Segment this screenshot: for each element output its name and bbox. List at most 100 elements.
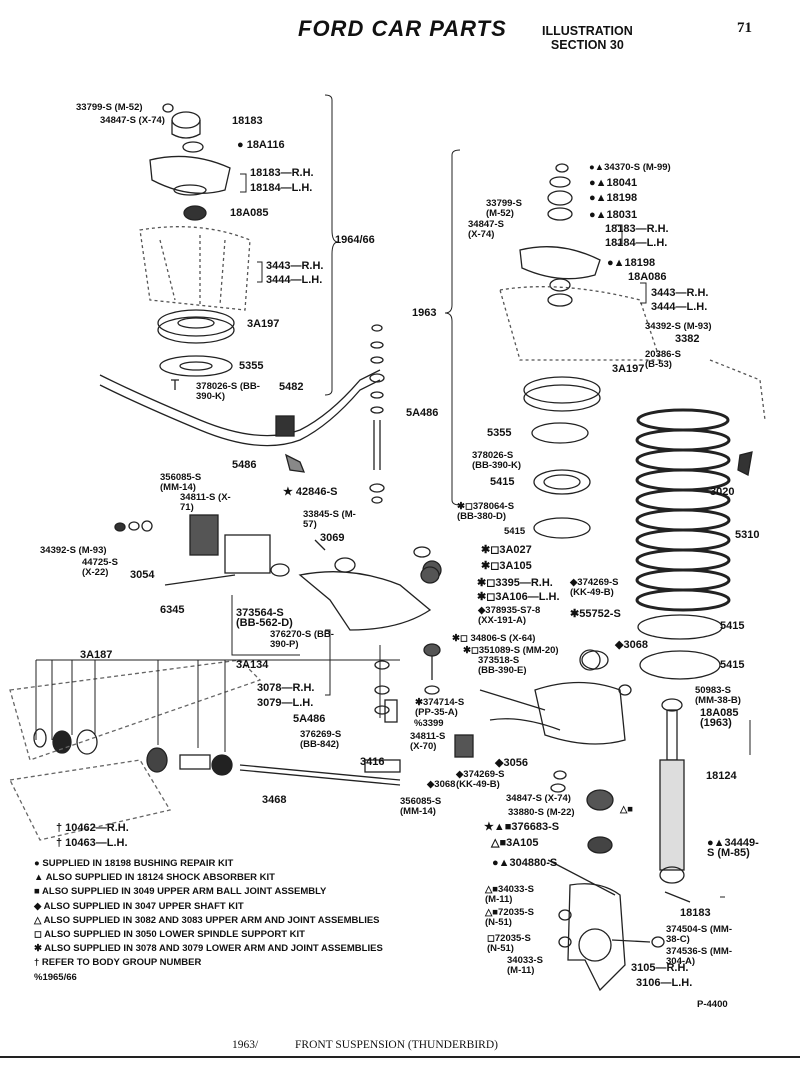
- tower-left-art: [139, 226, 251, 311]
- part-label: ◻72035-S (N-51): [487, 933, 531, 954]
- part-label: 3069: [320, 532, 345, 544]
- part-label: 3382: [675, 333, 700, 345]
- part-label: 3444—L.H.: [266, 274, 323, 286]
- part-label: 44725-S (X-22): [82, 557, 118, 578]
- lower-ball-joint-art: [374, 546, 441, 715]
- part-label: ●▲34449-S (M-85): [707, 837, 759, 859]
- section-label: SECTION 30: [550, 38, 624, 52]
- part-label: 3443—R.H.: [651, 287, 709, 299]
- part-label: ✱◻351089-S (MM-20): [463, 645, 559, 656]
- strut-bracket-art: [114, 514, 290, 586]
- part-label: 18A086: [628, 271, 667, 283]
- part-label: 3A197: [247, 318, 280, 330]
- part-label: ✱55752-S: [570, 608, 621, 620]
- upper-mount-left-art: [149, 103, 231, 221]
- part-label: 374536-S (MM-304-A): [666, 946, 732, 967]
- legend-item: ● SUPPLIED IN 18198 BUSHING REPAIR KIT: [34, 858, 234, 869]
- part-label: 18183: [232, 115, 263, 127]
- spring-seat-left-art: [157, 309, 235, 390]
- part-label: 356085-S (MM-14): [400, 796, 442, 817]
- part-label: 18183—R.H.: [250, 167, 314, 179]
- frame-rail-art: [9, 659, 262, 841]
- part-label: 34811-S (X-71): [180, 492, 231, 513]
- part-label: 3105—R.H.: [631, 962, 689, 974]
- part-label: 3443—R.H.: [266, 260, 324, 272]
- part-label: 18184—L.H.: [250, 182, 313, 194]
- part-label: 18183—R.H.: [605, 223, 669, 235]
- coil-spring-art: [635, 408, 731, 612]
- part-label: 34847-S (X-74): [100, 115, 165, 126]
- spring-seat-right-art: [523, 376, 601, 539]
- part-label: ●▲304880-S: [492, 857, 558, 869]
- footer-caption: FRONT SUSPENSION (THUNDERBIRD): [295, 1039, 498, 1051]
- legend-item: ◻ ALSO SUPPLIED IN 3050 LOWER SPINDLE SU…: [34, 929, 305, 941]
- part-label: 5415: [490, 476, 515, 488]
- part-label: 376270-S (BB-390-P): [270, 629, 334, 650]
- part-label: 3416: [360, 756, 385, 768]
- part-label: 378026-S (BB-390-K): [472, 450, 522, 471]
- part-label: ● 18A116: [237, 139, 285, 151]
- part-label: ●▲18198: [607, 257, 656, 269]
- part-label: 18184—L.H.: [605, 237, 668, 249]
- part-label: 18124: [706, 770, 737, 782]
- plate-number: P-4400: [697, 999, 728, 1010]
- legend-item: ✱ ALSO SUPPLIED IN 3078 AND 3079 LOWER A…: [34, 943, 383, 955]
- part-label: △■72035-S (N-51): [485, 907, 534, 928]
- part-label: † 10463—L.H.: [56, 837, 128, 849]
- stabilizer-bar-art: [99, 369, 381, 473]
- part-label: 34392-S (M-93): [40, 545, 107, 556]
- part-label: 5355: [487, 427, 512, 439]
- part-label: ●▲18031: [589, 209, 638, 221]
- bushings-left-art: [33, 728, 233, 776]
- spindle-art: [547, 836, 665, 992]
- part-label: ✱◻378064-S (BB-380-D): [457, 501, 515, 522]
- part-label: ●▲18198: [589, 192, 638, 204]
- tower-right-art: [499, 286, 766, 421]
- year-label-1963: 1963: [412, 307, 437, 319]
- footer-year: 1963/: [232, 1039, 259, 1051]
- part-label: 376269-S (BB-842): [300, 729, 342, 750]
- part-label: 3054: [130, 569, 155, 581]
- part-label: ◆3068: [615, 639, 648, 651]
- part-label: ◆374269-S (KK-49-B): [570, 577, 619, 598]
- eccentric-art: [454, 649, 601, 758]
- part-label: 18A085 (1963): [700, 707, 739, 729]
- part-label: ✱◻3A106—L.H.: [477, 591, 560, 603]
- legend-item: † REFER TO BODY GROUP NUMBER: [34, 957, 202, 969]
- part-label: ◆3068: [427, 779, 456, 790]
- link-bolt-stack-art: [369, 324, 385, 504]
- part-label: %3399: [414, 718, 444, 729]
- part-label: ✱◻3A105: [481, 560, 532, 572]
- part-label: ◆3056: [495, 757, 528, 769]
- part-label: 3A197: [612, 363, 645, 375]
- part-label: 50983-S (MM-38-B): [695, 685, 741, 706]
- part-label: 3444—L.H.: [651, 301, 708, 313]
- part-label: 33880-S (M-22): [508, 807, 575, 818]
- part-label: 34847-S (X-74): [468, 219, 504, 240]
- part-label: ●▲34370-S (M-99): [589, 162, 671, 173]
- part-label: 33845-S (M-57): [303, 509, 356, 530]
- legend-item: △ ALSO SUPPLIED IN 3082 AND 3083 UPPER A…: [34, 914, 380, 926]
- year-label-1964-66: 1964/66: [335, 234, 375, 246]
- part-label: △■: [620, 804, 634, 815]
- part-label: 3468: [262, 794, 287, 806]
- part-label: 5355: [239, 360, 264, 372]
- lower-arm-art: [298, 539, 442, 631]
- part-label: 18A085: [230, 207, 269, 219]
- part-label: 378026-S (BB-390-K): [196, 381, 260, 402]
- part-label: 34847-S (X-74): [506, 793, 571, 804]
- part-label: ✱◻3395—R.H.: [477, 577, 553, 589]
- part-label: 34811-S (X-70): [410, 731, 446, 752]
- strut-rod-art: [239, 699, 401, 786]
- legend-item: ◆ ALSO SUPPLIED IN 3047 UPPER SHAFT KIT: [34, 900, 244, 912]
- part-label: 5415: [504, 526, 526, 537]
- part-label: 20386-S (B-53): [645, 349, 681, 370]
- part-label: 3079—L.H.: [257, 697, 314, 709]
- part-label: 374504-S (MM-38-C): [666, 924, 732, 945]
- part-label: † 10462—R.H.: [56, 822, 129, 834]
- part-label: ★▲■376683-S: [484, 821, 560, 833]
- part-label: 373564-S (BB-562-D): [236, 607, 293, 629]
- part-label: 3078—R.H.: [257, 682, 315, 694]
- legend-item: ■ ALSO SUPPLIED IN 3049 UPPER ARM BALL J…: [34, 886, 327, 898]
